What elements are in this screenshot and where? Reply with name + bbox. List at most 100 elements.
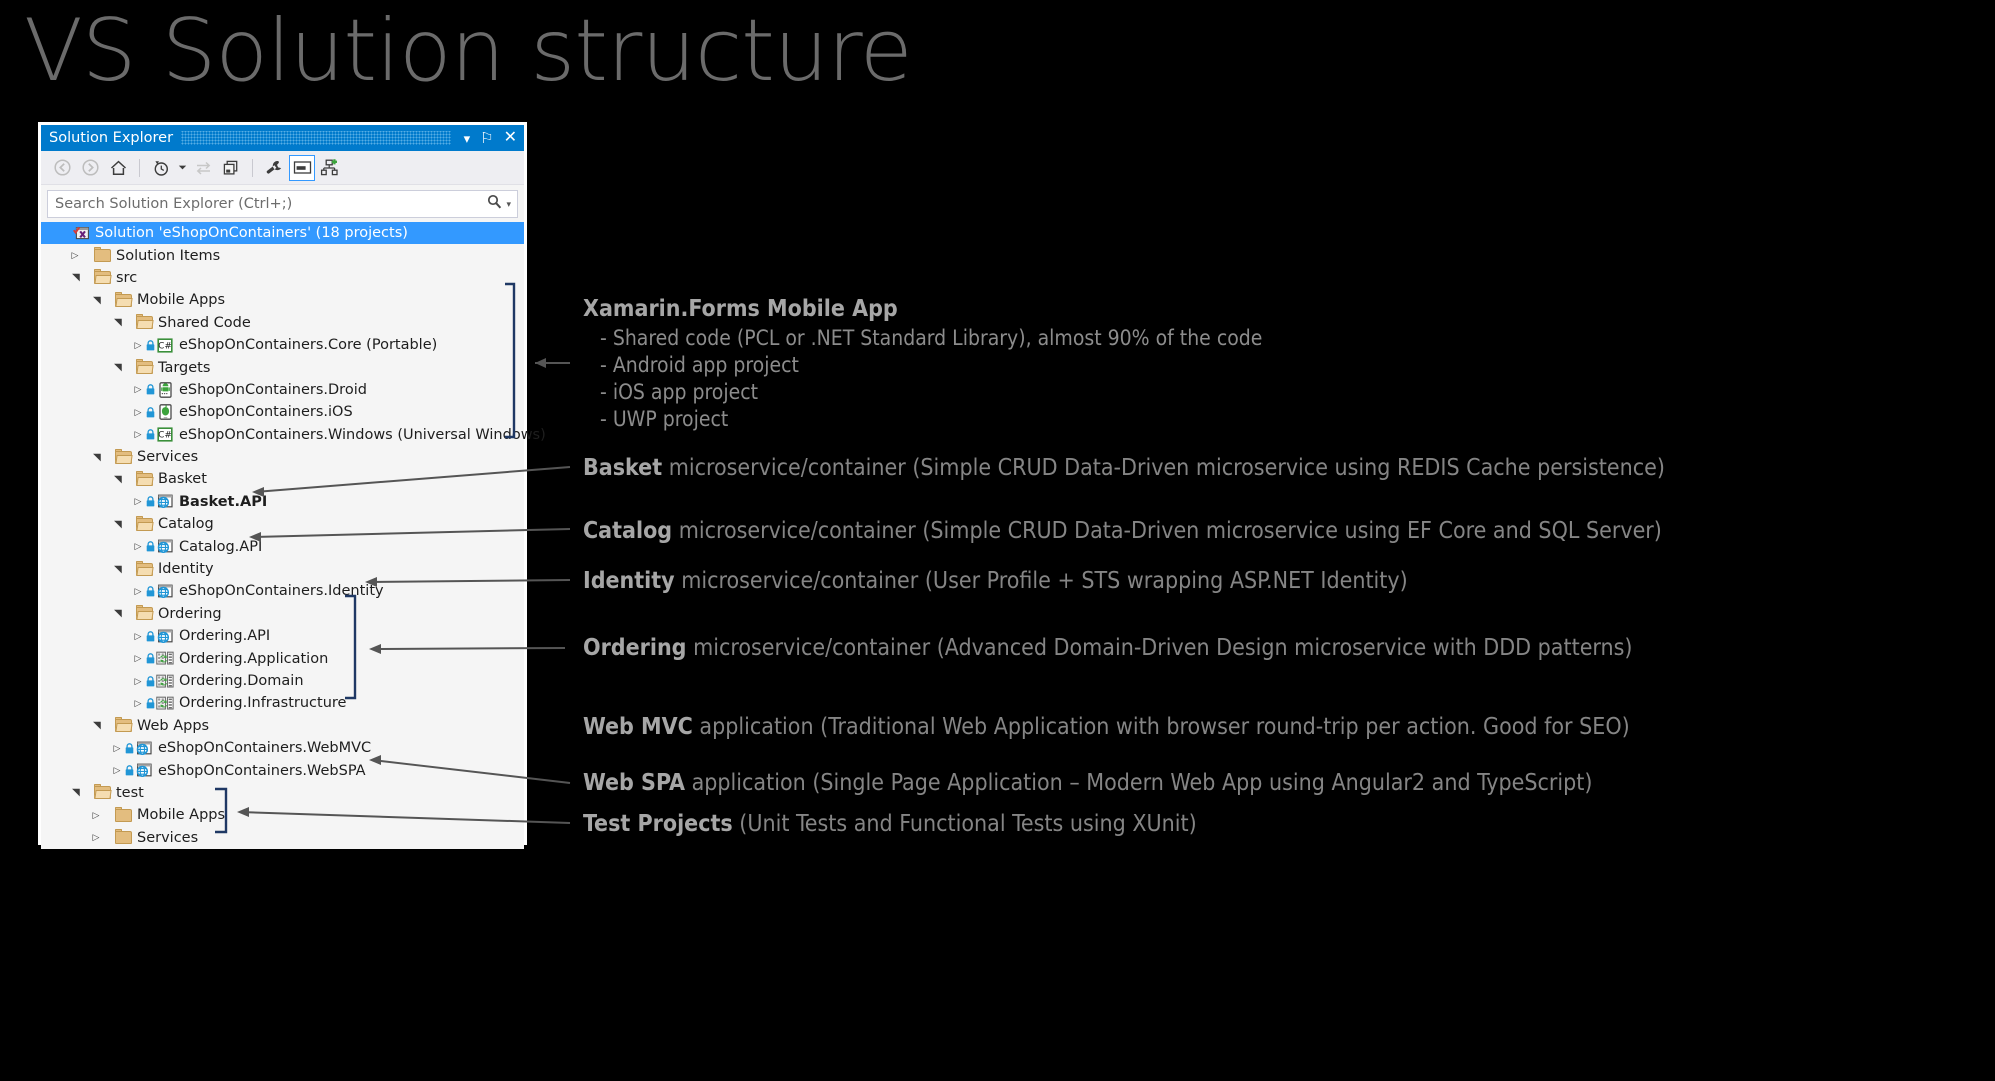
- csharp-project-icon: C#: [156, 427, 174, 443]
- close-icon[interactable]: ✕: [503, 129, 517, 146]
- collapse-arrow-icon[interactable]: [89, 720, 103, 731]
- web-project-icon: [156, 583, 174, 599]
- tree-item-solution-items[interactable]: Solution Items: [41, 244, 524, 266]
- collapse-arrow-icon[interactable]: [89, 452, 103, 463]
- forward-icon[interactable]: [77, 155, 103, 181]
- expand-arrow-icon[interactable]: [68, 250, 82, 261]
- annotation-tests: Test Projects (Unit Tests and Functional…: [583, 811, 1197, 837]
- tree-item-ordering-infrastructure[interactable]: Ordering.Infrastructure: [41, 692, 524, 714]
- expand-arrow-icon[interactable]: [131, 429, 145, 440]
- back-icon[interactable]: [49, 155, 75, 181]
- annotation-webspa-title: Web SPA: [583, 770, 686, 796]
- annotation-tests-desc: (Unit Tests and Functional Tests using X…: [732, 811, 1197, 837]
- expand-arrow-icon[interactable]: [131, 407, 145, 418]
- preview-selected-items-icon[interactable]: [289, 154, 315, 181]
- annotation-ordering-desc: microservice/container (Advanced Domain-…: [686, 635, 1633, 661]
- tree-item-ordering-api[interactable]: Ordering.API: [41, 625, 524, 647]
- library-project-icon: [156, 673, 174, 689]
- lock-icon: [145, 406, 155, 418]
- annotation-identity: Identity microservice/container (User Pr…: [583, 568, 1408, 594]
- tree-item-label: eShopOnContainers.Droid: [179, 381, 367, 398]
- expand-arrow-icon[interactable]: [110, 743, 124, 754]
- tree-item-eshoponcontainers-windows-universal-windows[interactable]: C#eShopOnContainers.Windows (Universal W…: [41, 424, 546, 446]
- annotation-basket-title: Basket: [583, 455, 663, 481]
- collapse-arrow-icon[interactable]: [110, 608, 124, 619]
- tree-item-services[interactable]: Services: [41, 446, 524, 468]
- tree-item-identity[interactable]: Identity: [41, 558, 524, 580]
- solution-icon-icon: [72, 225, 90, 241]
- tree-item-test[interactable]: test: [41, 782, 524, 804]
- pending-changes-dropdown-icon[interactable]: [176, 155, 188, 181]
- tree-item-shared-code[interactable]: Shared Code: [41, 312, 524, 334]
- collapse-arrow-icon[interactable]: [110, 474, 124, 485]
- window-title: Solution Explorer: [49, 130, 174, 146]
- properties-icon[interactable]: [261, 155, 287, 181]
- annotation-basket-desc: microservice/container (Simple CRUD Data…: [662, 455, 1665, 481]
- expand-arrow-icon[interactable]: [110, 765, 124, 776]
- tree-item-catalog-api[interactable]: Catalog.API: [41, 535, 524, 557]
- pending-changes-icon[interactable]: [148, 155, 174, 181]
- csharp-project-icon: C#: [156, 337, 174, 353]
- svg-text:C#: C#: [158, 431, 172, 441]
- tree-item-label: Identity: [158, 561, 214, 578]
- tree-item-mobile-apps[interactable]: Mobile Apps: [41, 804, 524, 826]
- collapse-arrow-icon[interactable]: [68, 787, 82, 798]
- tree-item-eshoponcontainers-webspa[interactable]: eShopOnContainers.WebSPA: [41, 759, 524, 781]
- tree-item-eshoponcontainers-webmvc[interactable]: eShopOnContainers.WebMVC: [41, 737, 524, 759]
- tree-item-basket-api[interactable]: Basket.API: [41, 491, 524, 513]
- expand-arrow-icon[interactable]: [131, 698, 145, 709]
- search-box[interactable]: Search Solution Explorer (Ctrl+;) ▾: [47, 190, 518, 218]
- expand-arrow-icon[interactable]: [131, 496, 145, 507]
- search-dropdown-icon[interactable]: ▾: [506, 198, 511, 209]
- web-project-icon: [156, 539, 174, 555]
- refresh-icon[interactable]: [218, 155, 244, 181]
- search-icon[interactable]: [487, 194, 502, 214]
- tree-item-eshoponcontainers-core-portable[interactable]: C#eShopOnContainers.Core (Portable): [41, 334, 524, 356]
- tree-item-solution-eshoponcontainers-18-projects[interactable]: Solution 'eShopOnContainers' (18 project…: [41, 222, 524, 245]
- tree-item-eshoponcontainers-ios[interactable]: eShopOnContainers.iOS: [41, 401, 524, 423]
- web-project-icon: [135, 740, 153, 756]
- collapse-arrow-icon[interactable]: [110, 317, 124, 328]
- lock-icon: [145, 339, 155, 351]
- tree-item-ordering-domain[interactable]: Ordering.Domain: [41, 670, 524, 692]
- tree-item-catalog[interactable]: Catalog: [41, 513, 524, 535]
- tree-item-services[interactable]: Services: [41, 827, 524, 849]
- annotation-tests-title: Test Projects: [583, 811, 733, 837]
- collapse-arrow-icon[interactable]: [89, 295, 103, 306]
- chevron-down-icon[interactable]: ▾: [463, 130, 471, 146]
- lock-icon: [145, 653, 155, 664]
- sync-with-active-document-icon[interactable]: [190, 155, 216, 181]
- collapse-arrow-icon[interactable]: [68, 272, 82, 283]
- search-input[interactable]: Search Solution Explorer (Ctrl+;): [55, 196, 293, 212]
- solution-tree[interactable]: Solution 'eShopOnContainers' (18 project…: [41, 222, 546, 849]
- tree-item-basket[interactable]: Basket: [41, 468, 524, 490]
- show-all-files-icon[interactable]: [317, 155, 343, 181]
- tree-item-label: Services: [137, 829, 199, 846]
- pin-icon[interactable]: ⚐: [480, 129, 494, 147]
- tree-item-ordering[interactable]: Ordering: [41, 603, 524, 625]
- tree-item-web-apps[interactable]: Web Apps: [41, 715, 524, 737]
- expand-arrow-icon[interactable]: [131, 676, 145, 687]
- tree-item-eshoponcontainers-identity[interactable]: eShopOnContainers.Identity: [41, 580, 524, 602]
- annotation-catalog-title: Catalog: [583, 518, 673, 544]
- expand-arrow-icon[interactable]: [131, 384, 145, 395]
- expand-arrow-icon[interactable]: [131, 586, 145, 597]
- lock-icon: [145, 429, 155, 440]
- folder-open-icon: [135, 560, 154, 577]
- home-icon[interactable]: [105, 155, 131, 181]
- tree-item-targets[interactable]: Targets: [41, 356, 524, 378]
- expand-arrow-icon[interactable]: [131, 340, 145, 351]
- expand-arrow-icon[interactable]: [131, 541, 145, 552]
- folder-open-icon: [114, 291, 133, 308]
- tree-item-mobile-apps[interactable]: Mobile Apps: [41, 289, 524, 311]
- tree-item-src[interactable]: src: [41, 267, 524, 289]
- expand-arrow-icon[interactable]: [131, 653, 145, 664]
- collapse-arrow-icon[interactable]: [110, 564, 124, 575]
- expand-arrow-icon[interactable]: [131, 631, 145, 642]
- expand-arrow-icon[interactable]: [89, 832, 103, 843]
- tree-item-eshoponcontainers-droid[interactable]: eShopOnContainers.Droid: [41, 379, 524, 401]
- expand-arrow-icon[interactable]: [89, 810, 103, 821]
- tree-item-ordering-application[interactable]: Ordering.Application: [41, 647, 524, 669]
- collapse-arrow-icon[interactable]: [110, 362, 124, 373]
- collapse-arrow-icon[interactable]: [110, 519, 124, 530]
